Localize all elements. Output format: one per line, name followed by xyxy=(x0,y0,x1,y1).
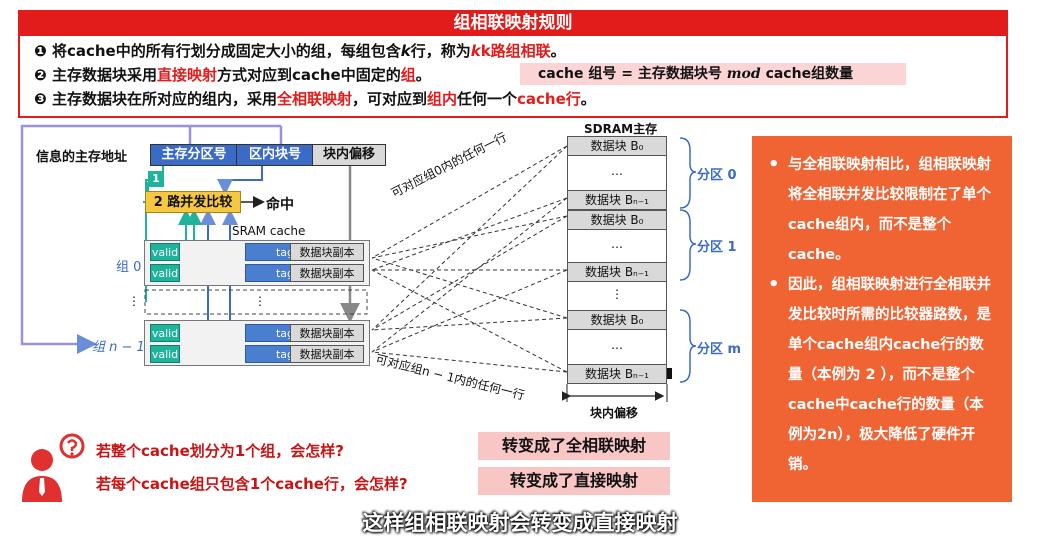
sdram-ellipsis: ⋮ xyxy=(567,282,667,310)
rule-3: ❸ 主存数据块在所对应的组内，采用全相联映射，可对应到组内任何一个cache行。 xyxy=(34,90,596,108)
explanation-box: 与全相联映射相比，组相联映射将全相联并发比较限制在了单个cache组内，而不是整… xyxy=(752,136,1012,502)
sdram-block: 数据块 B₀ xyxy=(567,310,667,330)
answer-2: 转变成了直接映射 xyxy=(478,467,670,495)
explain-point-2: 因此，组相联映射进行全相联并发比较时所需的比较器路数，是单个cache组内cac… xyxy=(766,270,998,480)
group-0-label: 组 0 xyxy=(116,260,142,275)
sdram-block: 数据块 Bₙ₋₁ xyxy=(567,262,667,282)
addr-field-offset: 块内偏移 xyxy=(312,144,386,166)
valid-bit: valid xyxy=(150,243,180,261)
sdram-block: 数据块 B₀ xyxy=(567,210,667,230)
data-copy: 数据块副本 xyxy=(290,243,364,261)
offset-label: 块内偏移 xyxy=(590,406,639,420)
partition-m: 分区 m xyxy=(697,342,742,357)
sdram-block: 数据块 Bₙ₋₁ xyxy=(567,364,667,384)
addr-label: 信息的主存地址 xyxy=(36,150,128,165)
data-copy: 数据块副本 xyxy=(290,345,364,363)
sdram-block: 数据块 Bₙ₋₁ xyxy=(567,190,667,210)
partition-1: 分区 1 xyxy=(697,240,737,255)
data-copy: 数据块副本 xyxy=(290,264,364,282)
dots-middle: ⋮ xyxy=(254,294,266,308)
valid-bit: valid xyxy=(150,264,180,282)
sdram-ellipsis: … xyxy=(567,330,667,364)
comparator: 2 路并发比较 xyxy=(145,191,241,213)
group-n1-label: 组 n − 1 xyxy=(92,340,145,355)
valid-bit: valid xyxy=(150,345,180,363)
sdram-ellipsis: … xyxy=(567,230,667,262)
rules-box: ❶ 将cache中的所有行划分成固定大小的组，每组包含k行，称为kk路组相联。 … xyxy=(18,36,1008,118)
data-copy: 数据块副本 xyxy=(290,324,364,342)
rule-1: ❶ 将cache中的所有行划分成固定大小的组，每组包含k行，称为kk路组相联。 xyxy=(34,42,566,60)
sram-title: SRAM cache xyxy=(232,224,306,238)
addr-field-partition: 主存分区号 xyxy=(150,144,238,166)
formula: cache 组号 = 主存数据块号 mod cache组数量 xyxy=(520,63,906,85)
dots-left: ⋮ xyxy=(128,294,140,308)
sdram-block: 数据块 B₀ xyxy=(567,136,667,156)
sdram-ellipsis: … xyxy=(567,156,667,190)
marker-1: 1 xyxy=(148,171,164,187)
valid-bit: valid xyxy=(150,324,180,342)
person-question-icon xyxy=(22,433,85,502)
page-title: 组相联映射规则 xyxy=(18,10,1008,36)
answer-1: 转变成了全相联映射 xyxy=(478,432,670,460)
partition-0: 分区 0 xyxy=(697,168,737,183)
hit-label: 命中 xyxy=(266,197,294,213)
video-subtitle: 这样组相联映射会转变成直接映射 xyxy=(362,511,678,535)
sdram-title: SDRAM主存 xyxy=(584,122,658,136)
rule-2: ❷ 主存数据块采用直接映射方式对应到cache中固定的组。 xyxy=(34,66,431,84)
question-1: 若整个cache划分为1个组，会怎样? xyxy=(96,442,344,460)
explain-point-1: 与全相联映射相比，组相联映射将全相联并发比较限制在了单个cache组内，而不是整… xyxy=(766,150,998,270)
addr-field-block: 区内块号 xyxy=(236,144,314,166)
question-2: 若每个cache组只包含1个cache行，会怎样? xyxy=(96,475,408,493)
